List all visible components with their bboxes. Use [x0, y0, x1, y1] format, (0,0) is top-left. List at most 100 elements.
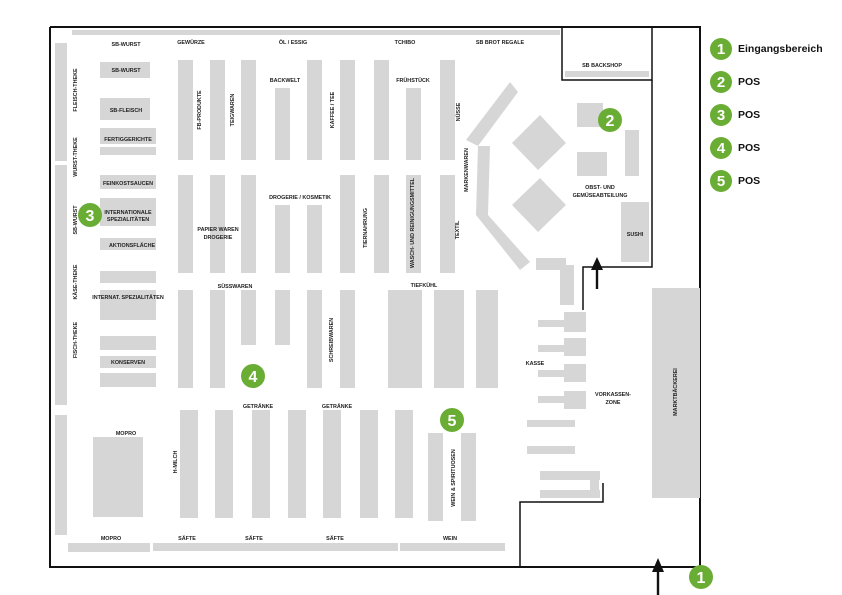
- fixture: [564, 364, 586, 382]
- fixture: [275, 205, 290, 273]
- dept-label: WURST-THEKE: [73, 137, 79, 177]
- fixture: [55, 43, 67, 161]
- fixture: [360, 410, 378, 518]
- legend-label: Eingangsbereich: [738, 43, 823, 55]
- fixture: [210, 60, 225, 160]
- fixture: [100, 147, 156, 155]
- fixture: [565, 71, 649, 77]
- fixture: [564, 391, 586, 409]
- fixture: [72, 30, 560, 35]
- fixture: [428, 433, 443, 521]
- legend-label: POS: [738, 109, 761, 121]
- fixture: [178, 60, 193, 160]
- legend-item: 2 POS: [710, 71, 842, 93]
- legend-item: 1 Eingangsbereich: [710, 38, 842, 60]
- fixture: [307, 290, 322, 388]
- dept-label: KONSERVEN: [111, 360, 145, 366]
- legend-item: 3 POS: [710, 104, 842, 126]
- dept-label: ZONE: [606, 400, 621, 406]
- legend-label: POS: [738, 142, 761, 154]
- dept-label: TEIGWAREN: [230, 94, 236, 127]
- dept-label: FRÜHSTÜCK: [396, 77, 430, 84]
- fixture: [461, 433, 476, 521]
- dept-label: SB-FLEISCH: [110, 108, 142, 114]
- fixture: [434, 290, 464, 388]
- legend-badge: 1: [710, 38, 732, 60]
- fixture: [307, 205, 322, 273]
- produce-wall: [582, 80, 653, 310]
- fixture: [100, 98, 150, 120]
- svg-text:5: 5: [448, 413, 457, 430]
- fixture: [476, 215, 530, 270]
- dept-label: SPEZIALITÄTEN: [107, 216, 149, 223]
- marker-5: 5: [440, 408, 464, 432]
- dept-label: DROGERIE: [204, 235, 233, 241]
- fixture: [275, 88, 290, 160]
- dept-label: SÜSSWAREN: [218, 283, 253, 290]
- legend: 1 Eingangsbereich 2 POS 3 POS 4 POS 5 PO…: [710, 38, 842, 203]
- fixture: [241, 175, 256, 273]
- dept-label: KÄSE-THEKE: [72, 264, 79, 299]
- legend-badge: 5: [710, 170, 732, 192]
- fixture: [100, 62, 150, 78]
- dept-label: OBST- UND: [585, 185, 615, 191]
- fixture: [540, 471, 600, 480]
- dept-label: MARKENWAREN: [464, 148, 470, 192]
- dept-label: INTERNATIONALE: [104, 210, 152, 216]
- dept-label: SUSHI: [627, 232, 644, 238]
- fixture: [406, 175, 421, 273]
- arrow-up-icon: [652, 558, 664, 572]
- fixture: [538, 320, 566, 327]
- dept-label: WASCH- UND REINIGUNGSMITTEL: [410, 177, 416, 268]
- fixture: [307, 60, 322, 160]
- fixture: [215, 410, 233, 518]
- fixture: [540, 490, 600, 498]
- fixture: [538, 345, 566, 352]
- fixture: [652, 288, 700, 498]
- marker-4: 4: [241, 364, 265, 388]
- fixture: [241, 60, 256, 160]
- dept-label: DROGERIE / KOSMETIK: [269, 195, 331, 201]
- dept-label: WEIN & SPIRITUOSEN: [451, 449, 457, 507]
- fixture: [100, 175, 156, 189]
- dept-label: GEMÜSEABTEILUNG: [573, 192, 628, 199]
- dept-label: SB-WURST: [111, 68, 141, 74]
- fixture: [406, 88, 421, 160]
- dept-label: NÜSSE: [455, 102, 462, 121]
- dept-label: H-MILCH: [173, 451, 179, 474]
- fixture: [440, 60, 455, 160]
- bakery-wall: [561, 27, 653, 81]
- fixture: [536, 258, 566, 270]
- fixture: [340, 290, 355, 388]
- fixture: [323, 410, 341, 518]
- dept-label: ÖL / ESSIG: [279, 39, 307, 46]
- fixture: [466, 82, 518, 146]
- fixture: [564, 338, 586, 356]
- fixture: [527, 446, 575, 454]
- dept-label: SCHREIBWAREN: [329, 318, 335, 362]
- dept-label: FB-PRODUKTE: [197, 90, 203, 130]
- dept-label: MOPRO: [101, 536, 121, 542]
- svg-text:3: 3: [86, 208, 95, 225]
- dept-label: TIEFKÜHL: [411, 282, 438, 289]
- dept-label: SÄFTE: [326, 535, 344, 542]
- legend-badge: 4: [710, 137, 732, 159]
- dept-label: SÄFTE: [178, 535, 196, 542]
- dept-label: PAPIER WAREN: [197, 227, 238, 233]
- fixture: [100, 356, 156, 368]
- arrow-up-icon: [591, 257, 603, 270]
- fixture: [68, 543, 150, 552]
- fixture: [210, 290, 225, 388]
- dept-label: FISCH-THEKE: [73, 321, 79, 358]
- dept-label: KASSE: [526, 361, 545, 367]
- dept-label: GETRÄNKE: [243, 403, 274, 410]
- fixture: [55, 165, 67, 405]
- dept-label: TIERNAHRUNG: [363, 208, 369, 248]
- dept-label: INTERNAT. SPEZIALITÄTEN: [92, 294, 164, 301]
- dept-label: SB BROT REGALE: [476, 40, 525, 46]
- fixture: [180, 410, 198, 518]
- fixture: [252, 410, 270, 518]
- dept-label: FERTIGGERICHTE: [104, 137, 152, 143]
- fixture: [621, 202, 649, 262]
- fixture: [564, 312, 586, 332]
